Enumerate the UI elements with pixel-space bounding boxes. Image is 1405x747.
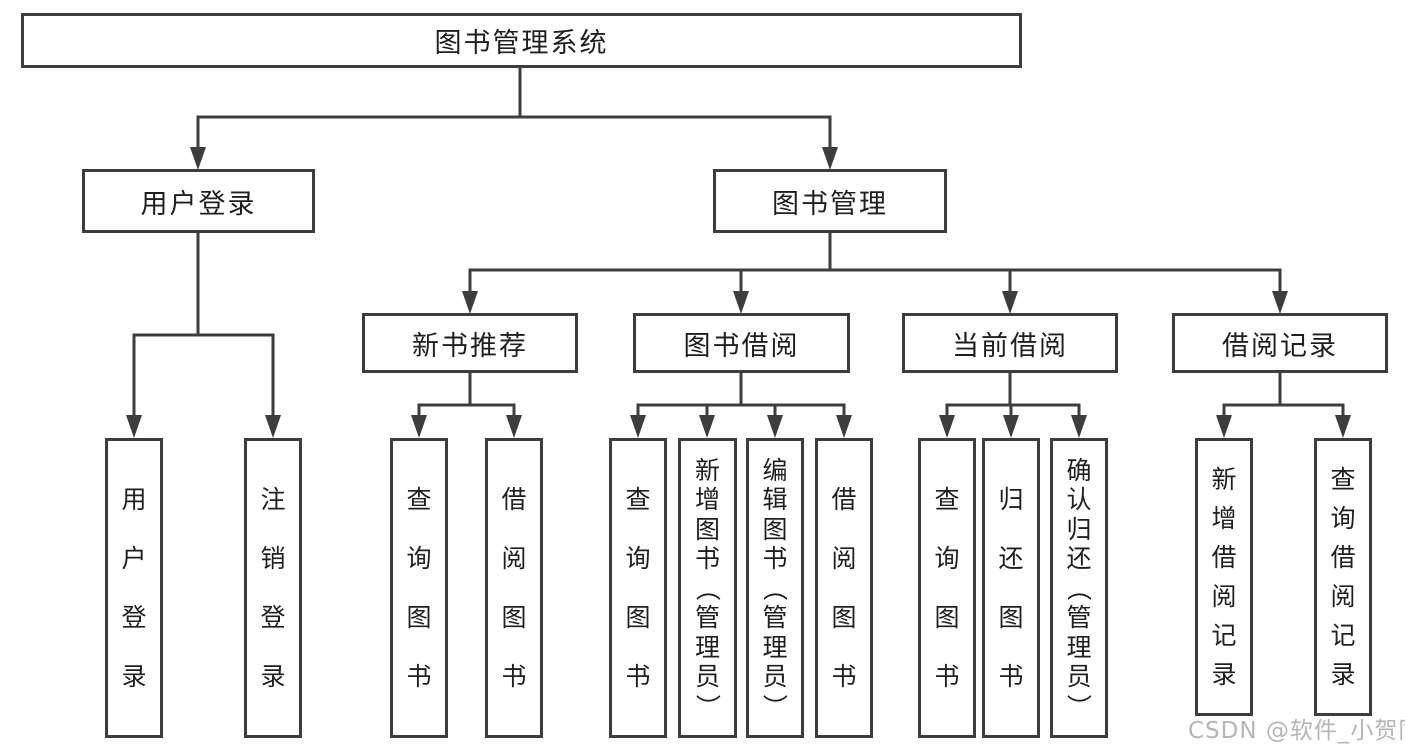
leaf-add-books-admin: 新增图书（管理员） [678,438,737,738]
node-borrow-records: 借阅记录 [1172,313,1388,373]
node-borrow-records-label: 借阅记录 [1222,330,1338,362]
leaf-add-borrow-record: 新增借阅记录 [1195,438,1253,716]
leaf-add-books-admin-label: 新增图书（管理员） [692,455,722,719]
leaf-edit-books-admin: 编辑图书（管理员） [746,438,804,738]
csdn-watermark: CSDN @软件_小贺同学 [1188,718,1405,744]
node-book-borrow-label: 图书借阅 [683,330,800,362]
leaf-confirm-return-admin-label: 确认归还（管理员） [1064,455,1094,719]
leaf-borrow-books-recommend-label: 借阅图书 [501,485,527,691]
leaf-return-books: 归还图书 [982,438,1040,738]
node-root: 图书管理系统 [21,13,1022,68]
node-book-management: 图书管理 [713,169,947,233]
leaf-borrow-books-recommend: 借阅图书 [485,438,543,738]
leaf-query-borrow-record: 查询借阅记录 [1314,438,1372,716]
leaf-user-login: 用户登录 [105,438,163,738]
leaf-query-books-recommend: 查询图书 [390,438,448,738]
node-root-label: 图书管理系统 [434,28,609,59]
leaf-query-books-current-label: 查询图书 [934,485,960,691]
leaf-add-borrow-record-label: 新增借阅记录 [1211,465,1237,689]
node-book-management-label: 图书管理 [772,188,888,220]
leaf-query-books-current: 查询图书 [918,438,976,738]
node-user-login: 用户登录 [82,169,315,233]
node-new-book-recommend: 新书推荐 [362,313,578,373]
node-new-book-recommend-label: 新书推荐 [412,330,528,362]
leaf-edit-books-admin-label: 编辑图书（管理员） [760,455,790,719]
node-book-borrow: 图书借阅 [633,313,850,373]
leaf-user-login-label: 用户登录 [121,485,147,691]
leaf-query-books-recommend-label: 查询图书 [406,485,432,691]
leaf-logout: 注销登录 [244,438,302,738]
leaf-confirm-return-admin: 确认归还（管理员） [1050,438,1108,738]
leaf-borrow-books-label: 借阅图书 [831,485,857,691]
leaf-borrow-books: 借阅图书 [815,438,873,738]
leaf-return-books-label: 归还图书 [998,485,1024,691]
leaf-logout-label: 注销登录 [260,485,286,691]
node-current-borrow-label: 当前借阅 [952,330,1068,362]
leaf-query-borrow-record-label: 查询借阅记录 [1330,465,1356,689]
leaf-query-books-borrow-label: 查询图书 [625,485,651,691]
leaf-query-books-borrow: 查询图书 [609,438,667,738]
node-current-borrow: 当前借阅 [902,313,1118,373]
node-user-login-label: 用户登录 [140,188,257,220]
